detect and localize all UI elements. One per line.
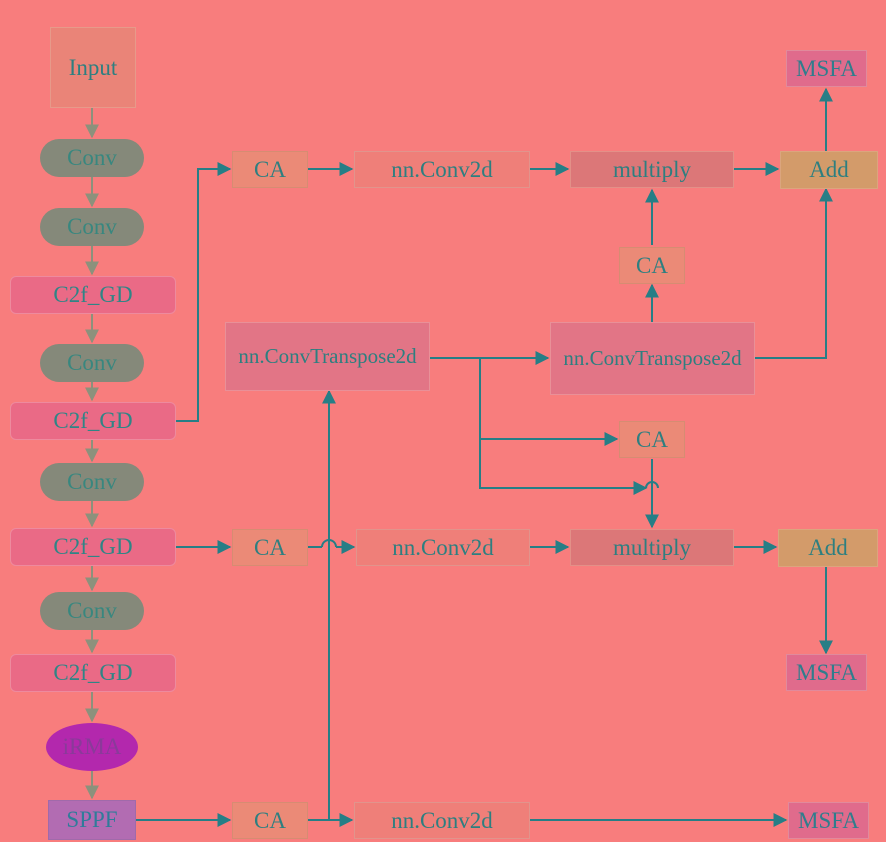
c2f-gd-node-1: C2f_GD bbox=[10, 276, 176, 314]
ca-mid: CA bbox=[232, 529, 308, 566]
add-top: Add bbox=[780, 151, 878, 189]
conv-transpose-right: nn.ConvTranspose2d bbox=[550, 322, 755, 395]
multiply-mid: multiply bbox=[570, 529, 734, 566]
irma-node: iRMA bbox=[46, 723, 138, 771]
msfa-bottom: MSFA bbox=[788, 802, 869, 839]
ca-mid-upper: CA bbox=[619, 421, 685, 458]
conv2d-bottom: nn.Conv2d bbox=[354, 802, 530, 839]
multiply-top: multiply bbox=[570, 151, 734, 188]
conv-transpose-left: nn.ConvTranspose2d bbox=[225, 322, 430, 391]
ca-bottom: CA bbox=[232, 802, 308, 839]
conv-node-4: Conv bbox=[40, 463, 144, 501]
c2f-gd-node-4: C2f_GD bbox=[10, 654, 176, 692]
c2f-gd-node-2: C2f_GD bbox=[10, 402, 176, 440]
conv-node-1: Conv bbox=[40, 139, 144, 177]
conv-node-3: Conv bbox=[40, 344, 144, 382]
conv2d-top: nn.Conv2d bbox=[354, 151, 530, 188]
conv-node-5: Conv bbox=[40, 592, 144, 630]
ca-top-mid: CA bbox=[619, 247, 685, 284]
add-mid: Add bbox=[778, 529, 878, 567]
sppf-node: SPPF bbox=[48, 800, 136, 840]
msfa-top: MSFA bbox=[786, 50, 867, 87]
input-node: Input bbox=[50, 27, 136, 108]
c2f-gd-node-3: C2f_GD bbox=[10, 528, 176, 566]
conv2d-mid: nn.Conv2d bbox=[356, 529, 530, 566]
ca-top: CA bbox=[232, 151, 308, 188]
msfa-mid: MSFA bbox=[786, 654, 867, 691]
conv-node-2: Conv bbox=[40, 208, 144, 246]
